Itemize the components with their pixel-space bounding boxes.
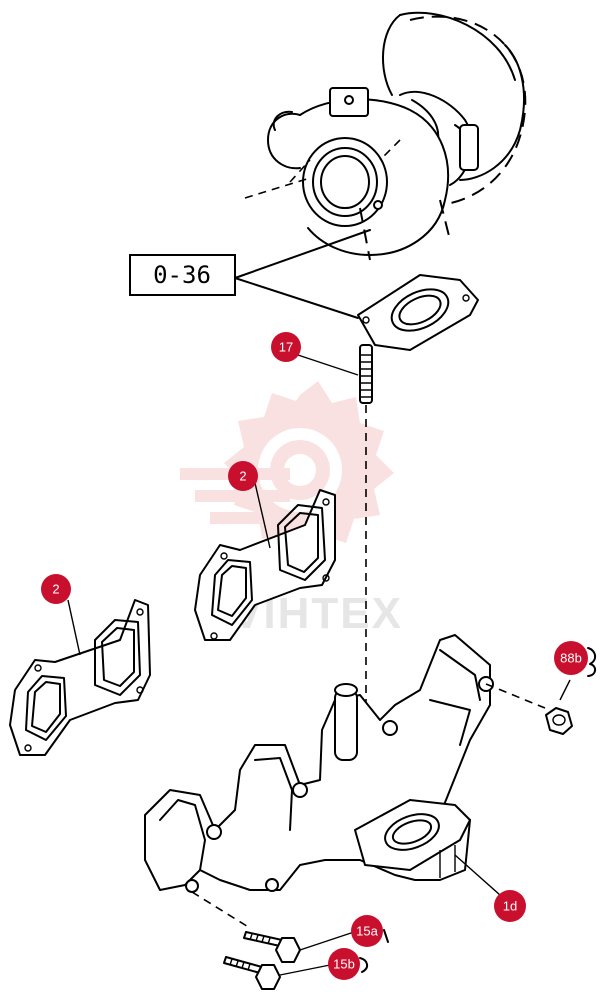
callout-1d-label: 1d xyxy=(503,899,517,914)
callout-2-lower-label: 2 xyxy=(52,582,59,597)
callout-17-label: 17 xyxy=(279,340,293,355)
nut xyxy=(545,647,596,735)
turbocharger xyxy=(244,11,527,351)
callout-88b-label: 88b xyxy=(560,651,582,666)
callout-15a-label: 15a xyxy=(356,924,378,939)
callout-2-upper-label: 2 xyxy=(239,469,246,484)
callout-15b-label: 15b xyxy=(333,957,355,972)
bolts xyxy=(223,929,389,990)
callout-15a: 15a xyxy=(351,915,383,947)
callout-15b: 15b xyxy=(328,948,360,980)
callout-1d: 1d xyxy=(494,890,526,922)
gasket-lower xyxy=(9,599,151,756)
callout-17: 17 xyxy=(271,332,301,362)
callout-2-upper: 2 xyxy=(228,461,258,491)
callout-2-lower: 2 xyxy=(41,574,71,604)
callout-88b: 88b xyxy=(554,641,588,675)
reference-label: 0-36 xyxy=(153,261,211,289)
watermark-gear-logo xyxy=(180,381,394,553)
exhaust-manifold xyxy=(144,634,546,929)
gasket-upper xyxy=(194,469,336,641)
reference-box: 0-36 xyxy=(129,229,371,319)
